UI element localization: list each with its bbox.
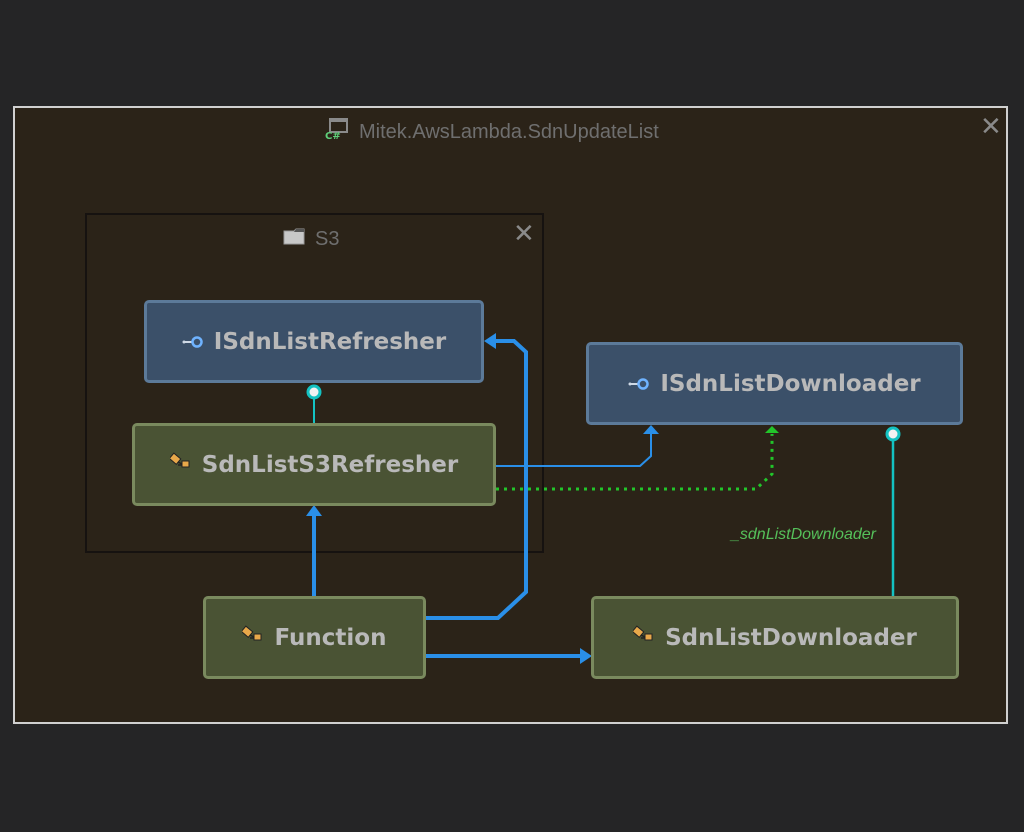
node-isdn-list-downloader[interactable]: ISdnListDownloader — [586, 342, 963, 425]
csharp-project-icon: C# — [325, 118, 349, 146]
svg-text:C#: C# — [325, 131, 341, 140]
node-sdn-list-downloader[interactable]: SdnListDownloader — [591, 596, 959, 679]
node-label: ISdnListRefresher — [213, 328, 447, 355]
edge-field-dependency[interactable] — [496, 434, 774, 491]
folder-group-title: S3 — [283, 227, 339, 251]
node-label: Function — [274, 624, 387, 651]
arrowhead — [580, 648, 592, 664]
lollipop-refresher — [306, 384, 322, 400]
node-isdn-list-refresher[interactable]: ISdnListRefresher — [144, 300, 484, 383]
edge-label-field: _sdnListDownloader — [731, 526, 876, 543]
lollipop-downloader — [885, 426, 901, 442]
class-icon — [168, 451, 192, 478]
interface-icon — [628, 371, 650, 397]
class-icon — [631, 624, 655, 651]
node-sdn-list-s3-refresher[interactable]: SdnListS3Refresher — [132, 423, 496, 506]
namespace-group-title: C# Mitek.AwsLambda.SdnUpdateList — [325, 118, 659, 146]
edge-s3refresher-to-idownloader[interactable] — [496, 434, 652, 467]
arrowhead — [484, 333, 496, 349]
arrowhead — [306, 505, 322, 516]
node-label: SdnListDownloader — [665, 624, 917, 651]
node-label: ISdnListDownloader — [660, 370, 921, 397]
folder-icon — [283, 227, 305, 251]
node-function[interactable]: Function — [203, 596, 426, 679]
folder-title: S3 — [315, 227, 340, 250]
arrowhead — [765, 426, 779, 433]
namespace-close-button[interactable]: ✕ — [980, 112, 1002, 142]
interface-icon — [182, 329, 204, 355]
folder-close-button[interactable]: ✕ — [513, 219, 535, 249]
node-label: SdnListS3Refresher — [201, 451, 459, 478]
namespace-title: Mitek.AwsLambda.SdnUpdateList — [359, 120, 659, 143]
edge-function-to-irefresher[interactable] — [426, 339, 528, 620]
class-icon — [241, 624, 264, 651]
arrowhead — [643, 425, 659, 434]
